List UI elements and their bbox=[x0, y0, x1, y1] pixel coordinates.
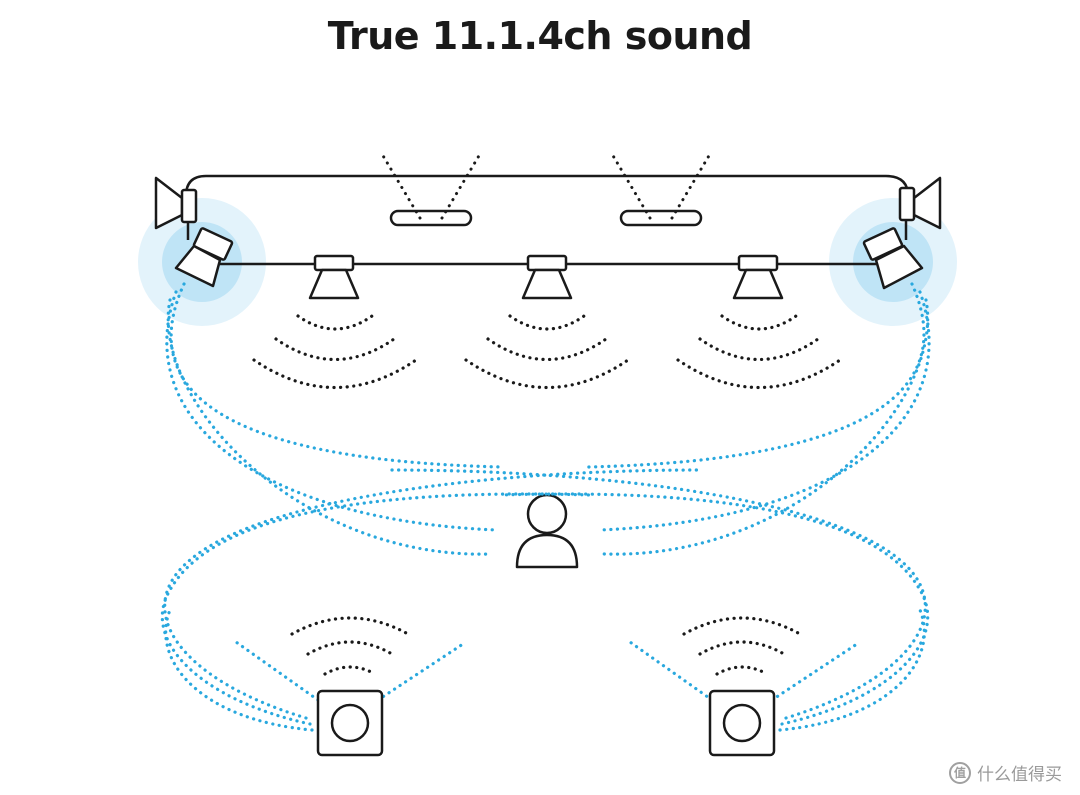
watermark: 值 什么值得买 bbox=[949, 760, 1062, 785]
front-sound-waves bbox=[252, 314, 842, 390]
up-firing-speaker-right bbox=[610, 152, 712, 227]
left-top-speaker-icon bbox=[154, 176, 198, 230]
up-firing-speaker-left bbox=[380, 152, 482, 227]
right-side-speaker-icon bbox=[862, 227, 924, 290]
listener-person-icon bbox=[515, 493, 579, 569]
surround-sound-paths bbox=[160, 282, 931, 732]
rear-sound-waves bbox=[290, 616, 802, 676]
rear-right-speaker-icon bbox=[708, 689, 776, 757]
soundbar-frame bbox=[184, 174, 910, 266]
worth-buying-logo-icon: 值 bbox=[949, 761, 971, 784]
watermark-text: 什么值得买 bbox=[977, 765, 1062, 785]
front-right-speaker-icon bbox=[732, 254, 784, 300]
page-title: True 11.1.4ch sound bbox=[327, 14, 753, 58]
rear-left-speaker-icon bbox=[316, 689, 384, 757]
center-speaker-icon bbox=[521, 254, 573, 300]
front-left-speaker-icon bbox=[308, 254, 360, 300]
left-side-speaker-icon bbox=[174, 227, 234, 288]
right-top-speaker-icon bbox=[898, 176, 942, 230]
